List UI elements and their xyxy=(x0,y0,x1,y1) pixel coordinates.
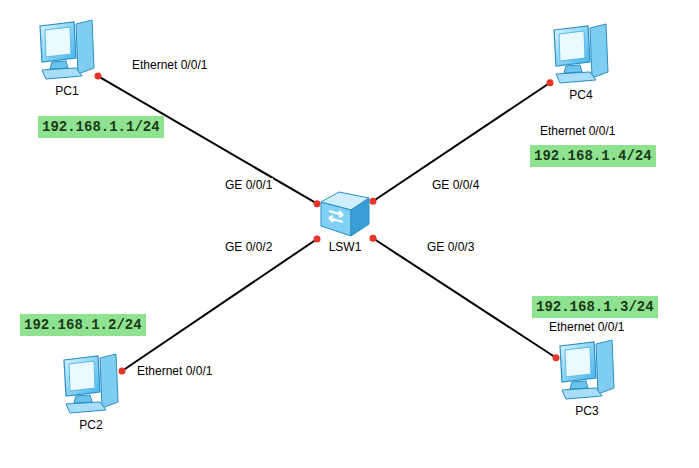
interface-name: Ethernet 0/0/1 xyxy=(131,58,208,72)
port-dot xyxy=(119,368,126,375)
pc-icon: PC2 xyxy=(60,352,122,432)
interface-name: GE 0/0/4 xyxy=(431,178,480,192)
computer-symbol xyxy=(36,18,98,84)
device-name: LSW1 xyxy=(329,240,362,254)
interface-name: GE 0/0/1 xyxy=(224,178,273,192)
pc-icon: PC1 xyxy=(36,18,98,98)
link-cable xyxy=(373,238,556,357)
port-dot xyxy=(314,200,321,207)
device-name: PC3 xyxy=(575,404,598,418)
port-dot xyxy=(95,73,102,80)
link-cable xyxy=(373,83,550,202)
interface-name: Ethernet 0/0/1 xyxy=(136,364,213,378)
switch-symbol xyxy=(317,186,373,240)
device-name: PC2 xyxy=(79,418,102,432)
ip-address: 192.168.1.1/24 xyxy=(38,116,164,138)
link-cable xyxy=(122,239,317,371)
device-name: PC4 xyxy=(569,88,592,102)
link-cable xyxy=(98,76,317,204)
port-dot xyxy=(314,235,321,242)
device-name: PC1 xyxy=(55,84,78,98)
computer-symbol xyxy=(60,352,122,418)
port-dot xyxy=(553,354,560,361)
interface-name: GE 0/0/2 xyxy=(224,240,273,254)
interface-name: GE 0/0/3 xyxy=(426,240,475,254)
ip-address: 192.168.1.4/24 xyxy=(530,145,656,167)
ip-address: 192.168.1.3/24 xyxy=(532,296,658,318)
interface-name: Ethernet 0/0/1 xyxy=(548,320,625,334)
pc-icon: PC3 xyxy=(556,338,618,418)
port-dot xyxy=(370,198,377,205)
pc-icon: PC4 xyxy=(550,22,612,102)
computer-symbol xyxy=(550,22,612,88)
switch-icon: LSW1 xyxy=(317,186,373,254)
ip-address: 192.168.1.2/24 xyxy=(20,314,146,336)
port-dot xyxy=(370,235,377,242)
computer-symbol xyxy=(556,338,618,404)
interface-name: Ethernet 0/0/1 xyxy=(539,124,616,138)
port-dot xyxy=(547,79,554,86)
